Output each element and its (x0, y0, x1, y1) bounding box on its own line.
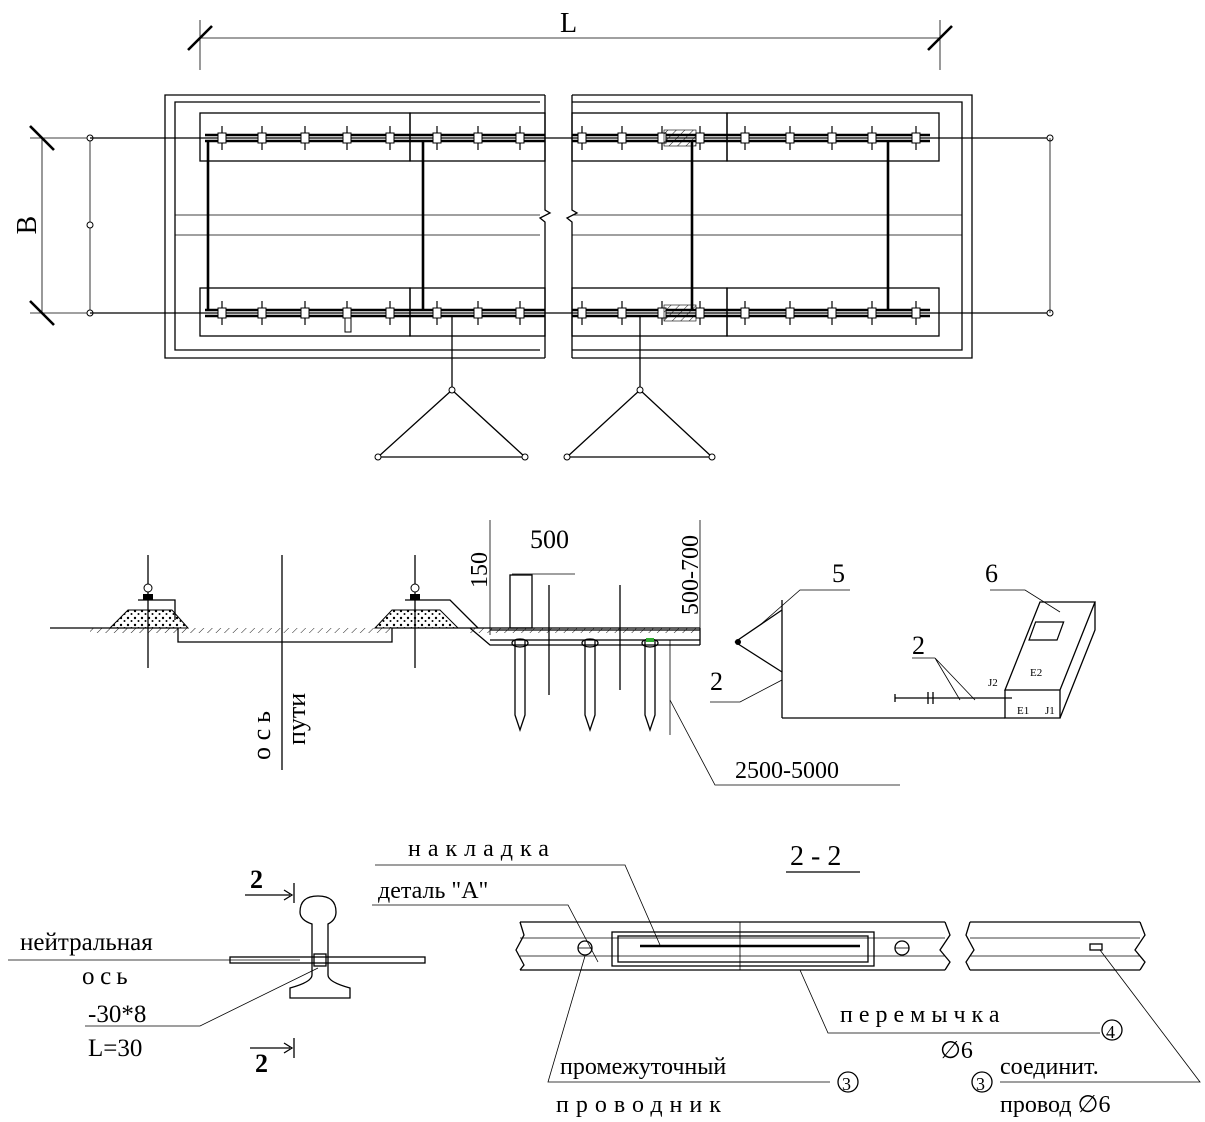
bolt-head (617, 307, 627, 319)
box-label-e2: E2 (1030, 667, 1042, 679)
bolt-head (217, 132, 227, 144)
bolt-head (300, 307, 310, 319)
section-dimensions: 500 150 500-700 2500-5000 (467, 520, 900, 786)
length-label: L (560, 8, 577, 39)
bolt-fasteners (217, 126, 921, 325)
soed-number: 3 (976, 1074, 985, 1094)
peremychka-label: перемычка (840, 1002, 1005, 1028)
track-axis: ось пути (247, 555, 311, 770)
width-dimension: B (12, 125, 200, 326)
ballast (108, 555, 479, 668)
bolt-head (785, 132, 795, 144)
bolt-head (740, 307, 750, 319)
bolt-head (515, 132, 525, 144)
rail-pads (199, 112, 940, 337)
bolt-head (300, 132, 310, 144)
grounding-triangles (374, 316, 716, 461)
neutral-axis-label-2: ось (82, 963, 133, 990)
bar-length: L=30 (88, 1035, 142, 1062)
dim-500-700: 500-700 (678, 535, 704, 615)
bolt-head (257, 132, 267, 144)
callout-6: 6 (985, 559, 998, 588)
width-label: B (12, 216, 43, 235)
bolt-head (385, 132, 395, 144)
bolt-head (695, 132, 705, 144)
soed-label: соединит. (1000, 1054, 1099, 1080)
rail-cross-section-detail: 2 2 нейтральная ось -30*8 L=30 2 - 2 на (8, 836, 1201, 1118)
detail-a-label: деталь "А" (378, 878, 488, 904)
bolt-head (827, 307, 837, 319)
cut-mark-top: 2 (250, 865, 263, 894)
bolt-head (827, 132, 837, 144)
bolt-head (740, 132, 750, 144)
dim-150: 150 (467, 552, 493, 588)
section-title: 2 - 2 (790, 841, 841, 872)
peremychka-number: 4 (1106, 1022, 1115, 1042)
axis-label-os: ось (247, 705, 276, 760)
bolt-head (342, 132, 352, 144)
plan-view: L B (12, 8, 1054, 461)
bolt-head (257, 307, 267, 319)
bolt-head (473, 132, 483, 144)
box-label-j2: J2 (988, 677, 998, 689)
bolt-head (695, 307, 705, 319)
nakladka-label: накладка (408, 836, 556, 862)
bolt-head (432, 307, 442, 319)
bolt-head (515, 307, 525, 319)
dim-2500-5000: 2500-5000 (735, 758, 839, 784)
bolt-head (911, 132, 921, 144)
rail-joints (344, 129, 697, 333)
promezh-number: 3 (842, 1074, 851, 1094)
box-label-j1: J1 (1045, 705, 1055, 717)
cut-mark-bottom: 2 (255, 1049, 268, 1078)
bolt-head (342, 307, 352, 319)
bolt-head (577, 132, 587, 144)
bolt-head (432, 132, 442, 144)
peremychka-diameter: ∅6 (940, 1038, 973, 1064)
bolt-head (217, 307, 227, 319)
ground-electrodes (490, 574, 700, 733)
promezh-label: промежуточный (560, 1054, 726, 1080)
bar-size: -30*8 (88, 1001, 146, 1028)
bolt-head (867, 132, 877, 144)
dim-500: 500 (530, 525, 569, 554)
bolt-head (385, 307, 395, 319)
callout-2-left: 2 (710, 667, 723, 696)
promezh-label-2: проводник (556, 1092, 728, 1118)
bolt-head (473, 307, 483, 319)
bolt-head (577, 307, 587, 319)
axis-label-puti: пути (282, 693, 311, 745)
callout-2-right: 2 (912, 631, 925, 660)
bolt-head (867, 307, 877, 319)
bolt-head (617, 132, 627, 144)
neutral-axis-label: нейтральная (20, 929, 153, 956)
soed-label-2: провод ∅6 (1000, 1092, 1110, 1118)
wiring-schematic: 5 2 6 2 J2 E2 E1 J1 (710, 559, 1096, 719)
bolt-head (785, 307, 795, 319)
length-dimension: L (187, 8, 953, 70)
box-label-e1: E1 (1017, 705, 1029, 717)
callout-5: 5 (832, 559, 845, 588)
cross-connectors (206, 141, 890, 310)
plan-frame (164, 94, 973, 359)
section-view: ось пути 500 150 500-700 (50, 520, 1096, 786)
bolt-head (911, 307, 921, 319)
